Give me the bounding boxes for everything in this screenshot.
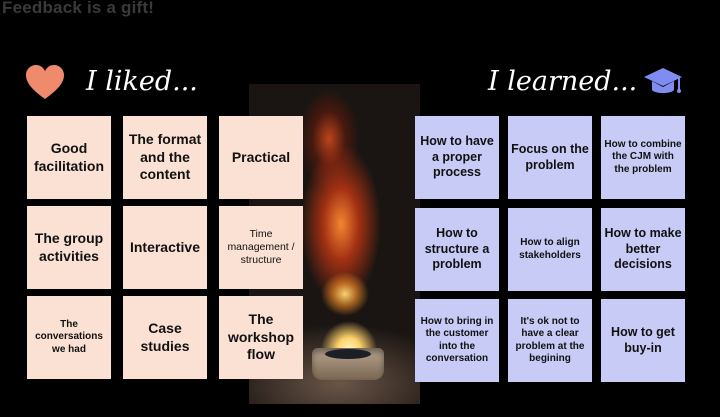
liked-card: Good facilitation (27, 116, 111, 199)
heart-icon (26, 65, 64, 99)
learned-card: How to align stakeholders (508, 208, 592, 291)
liked-card: Practical (219, 116, 303, 199)
learned-card: How to bring in the customer into the co… (415, 299, 499, 382)
learned-card: How to make better decisions (601, 208, 685, 291)
liked-card: Time management / structure (219, 206, 303, 289)
learned-card: It's ok not to have a clear problem at t… (508, 299, 592, 382)
graduation-cap-icon (644, 68, 682, 93)
slide-title: Feedback is a gift! (2, 0, 155, 17)
learned-heading: I learned... (488, 66, 638, 97)
learned-card: How to get buy-in (601, 299, 685, 382)
liked-heading: I liked... (86, 66, 198, 97)
learned-card: How to combine the CJM with the problem (601, 116, 685, 199)
campfire-coals (325, 349, 371, 359)
learned-card: How to structure a problem (415, 208, 499, 291)
liked-card: The format and the content (123, 116, 207, 199)
learned-card: Focus on the problem (508, 116, 592, 199)
learned-card: How to have a proper process (415, 116, 499, 199)
liked-card: The workshop flow (219, 296, 303, 379)
liked-card: Case studies (123, 296, 207, 379)
liked-card: Interactive (123, 206, 207, 289)
liked-card: The group activities (27, 206, 111, 289)
liked-card: The conversations we had (27, 296, 111, 379)
